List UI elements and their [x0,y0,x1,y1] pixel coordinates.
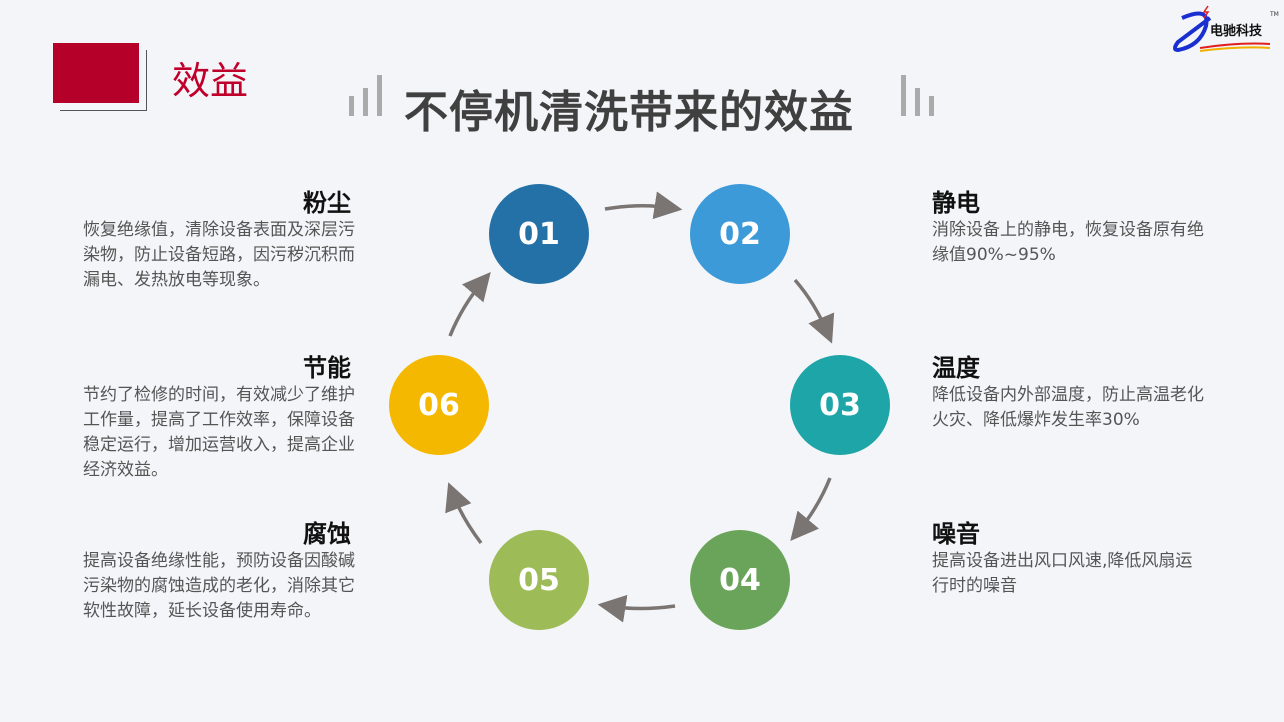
section-marker-shadow [60,50,147,111]
step-block-noise: 噪音 提高设备进出风口风速,降低风扇运行时的噪音 [932,514,1207,599]
step-title: 温度 [932,354,980,382]
step-block-energy: 节能 节约了检修的时间，有效减少了维护工作量，提高了工作效率，保障设备稳定运行，… [83,348,358,483]
title-deco-bar [929,96,934,116]
title-deco-bar [349,96,354,116]
step-text: 恢复绝缘值，清除设备表面及深层污染物，防止设备短路，因污秽沉积而漏电、发热放电等… [83,220,355,290]
step-circle-05: 05 [489,530,589,630]
step-text: 节约了检修的时间，有效减少了维护工作量，提高了工作效率，保障设备稳定运行，增加运… [83,385,355,480]
step-title: 静电 [932,189,980,217]
section-marker [53,43,139,103]
arrow-05-06 [445,482,483,545]
logo-swoosh-icon: 电驰科技 TM [1173,5,1279,53]
arrow-06-01 [448,271,491,337]
svg-text:TM: TM [1269,11,1279,18]
step-text: 提高设备进出风口风速,降低风扇运行时的噪音 [932,551,1193,596]
arrow-01-02 [604,191,683,220]
page-title: 不停机清洗带来的效益 [404,87,854,138]
step-block-corrosion: 腐蚀 提高设备绝缘性能，预防设备因酸碱污染物的腐蚀造成的老化，消除其它软性故障，… [83,514,358,624]
step-block-static: 静电 消除设备上的静电，恢复设备原有绝缘值90%~95% [932,183,1207,268]
step-text: 提高设备绝缘性能，预防设备因酸碱污染物的腐蚀造成的老化，消除其它软性故障，延长设… [83,551,355,621]
step-circle-04: 04 [690,530,790,630]
title-deco-bar [915,88,920,116]
step-circle-01: 01 [489,184,589,284]
step-block-dust: 粉尘 恢复绝缘值，清除设备表面及深层污染物，防止设备短路，因污秽沉积而漏电、发热… [83,183,358,293]
step-title: 腐蚀 [303,520,351,548]
title-deco-bar [377,75,382,116]
arrow-04-05 [597,594,676,623]
step-circle-03: 03 [790,355,890,455]
step-title: 粉尘 [303,189,351,217]
step-text: 降低设备内外部温度，防止高温老化火灾、降低爆炸发生率30% [932,385,1204,430]
company-logo: 电驰科技 TM [1170,4,1280,56]
step-title: 噪音 [932,520,980,548]
arrow-03-04 [790,477,832,542]
step-block-temperature: 温度 降低设备内外部温度，防止高温老化火灾、降低爆炸发生率30% [932,348,1207,433]
step-circle-06: 06 [389,355,489,455]
section-label: 效益 [172,59,249,103]
step-title: 节能 [303,354,351,382]
title-deco-bar [901,75,906,116]
svg-text:电驰科技: 电驰科技 [1210,23,1263,39]
arrow-02-03 [793,278,835,344]
step-circle-02: 02 [690,184,790,284]
step-text: 消除设备上的静电，恢复设备原有绝缘值90%~95% [932,220,1204,265]
title-deco-bar [363,88,368,116]
